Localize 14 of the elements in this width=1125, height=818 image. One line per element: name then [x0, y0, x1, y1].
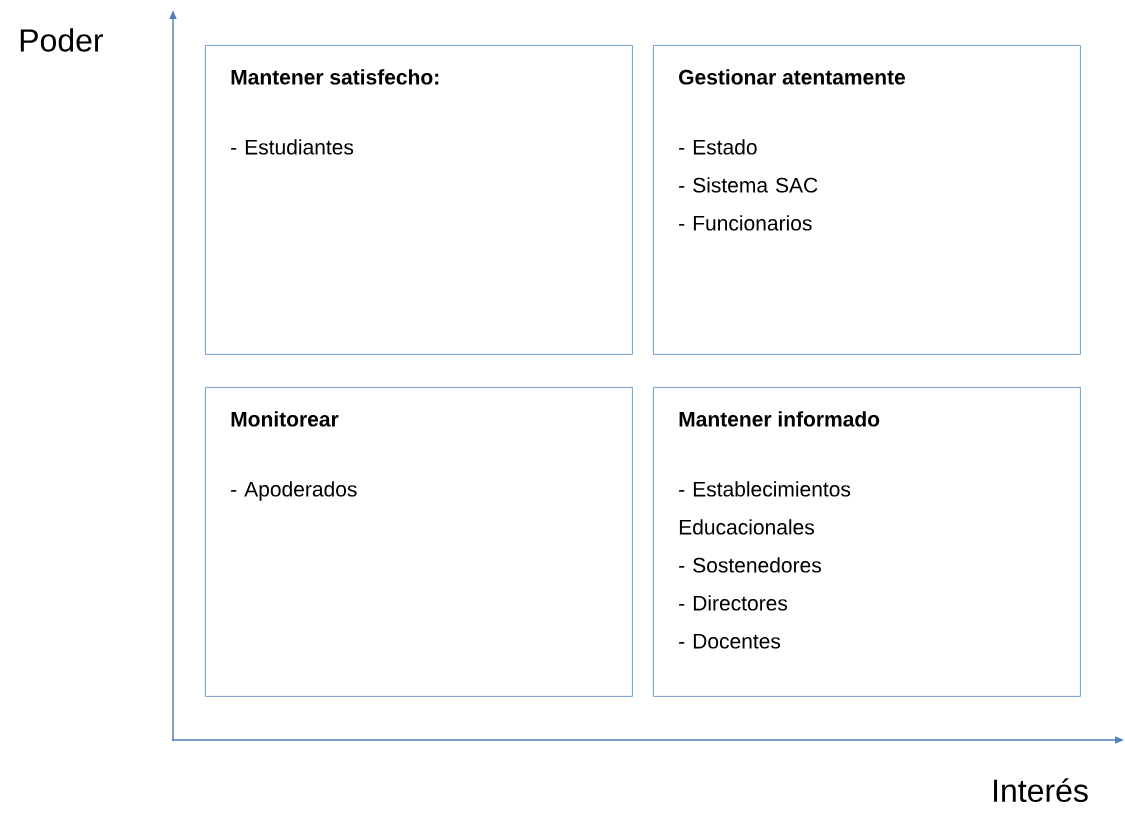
- node-label: - Sostenedores: [679, 557, 821, 573]
- stakeholder-list: - Estudiantes: [231, 139, 354, 155]
- node-label: - Directores: [679, 595, 788, 611]
- stakeholder-list: - Estado - Sistema SAC - Funcionarios: [679, 139, 818, 231]
- quadrant-heading: Monitorear: [231, 411, 339, 427]
- node-label: - Docentes: [679, 633, 781, 649]
- quadrant-heading: Mantener satisfecho:: [231, 69, 439, 85]
- stakeholder-list: - Apoderados: [231, 481, 357, 501]
- stakeholder-list: - Establecimientos Educacionales - Sostenedores - Directores - Docentes: [679, 481, 851, 649]
- quadrant-heading: Gestionar atentamente: [679, 69, 905, 85]
- axis-label: Interés: [994, 778, 1088, 803]
- node-label: - Establecimientos Educacionales: [679, 481, 851, 535]
- axis-label: Poder: [20, 28, 104, 52]
- quadrant-heading: Mantener informado: [679, 411, 880, 427]
